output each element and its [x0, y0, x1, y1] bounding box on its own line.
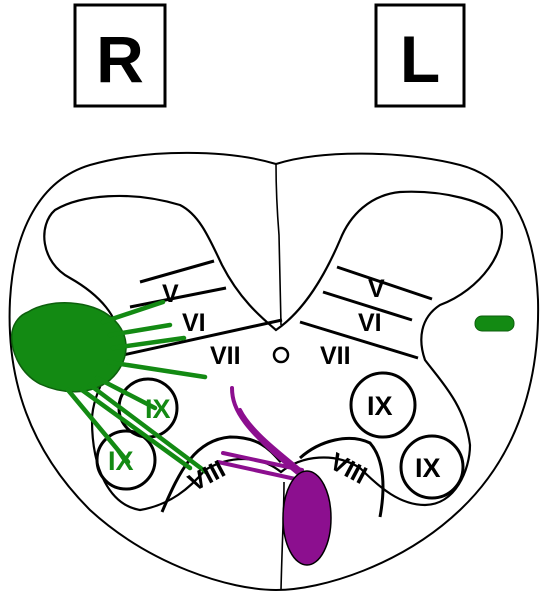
- left-side-label-box: L: [376, 5, 464, 106]
- right-lamina-v-label: V: [162, 280, 179, 308]
- right-side-label-box: R: [75, 5, 165, 106]
- purple-lesion: [283, 471, 331, 565]
- right-lamina-ix-upper-label: IX: [145, 394, 171, 424]
- green-lesion: [12, 303, 126, 392]
- right-lamina-vii-label: VII: [210, 342, 241, 370]
- right-lamina-line-1: [140, 261, 214, 282]
- right-lamina-ix-lower-label: IX: [108, 446, 134, 476]
- left-lamina-viii-label: VIII: [325, 448, 371, 490]
- left-lamina-vi-label: VI: [358, 309, 382, 337]
- central-canal: [274, 348, 288, 362]
- dorsal-median-septum: [276, 164, 281, 325]
- left-lamina-ix-medial-label: IX: [367, 391, 393, 421]
- left-lamina-vii-label: VII: [320, 342, 351, 370]
- left-lamina-ix-lateral-label: IX: [415, 453, 441, 483]
- purple-fibers: [218, 388, 310, 480]
- left-lamina-v-label: V: [368, 275, 385, 303]
- ventral-median-fissure: [281, 482, 284, 590]
- left-side-label: L: [400, 22, 440, 96]
- right-side-label: R: [96, 22, 144, 96]
- green-projection-to-vii: [108, 362, 205, 377]
- right-lamina-vi-label: VI: [182, 309, 206, 337]
- green-mark-left: [475, 316, 514, 331]
